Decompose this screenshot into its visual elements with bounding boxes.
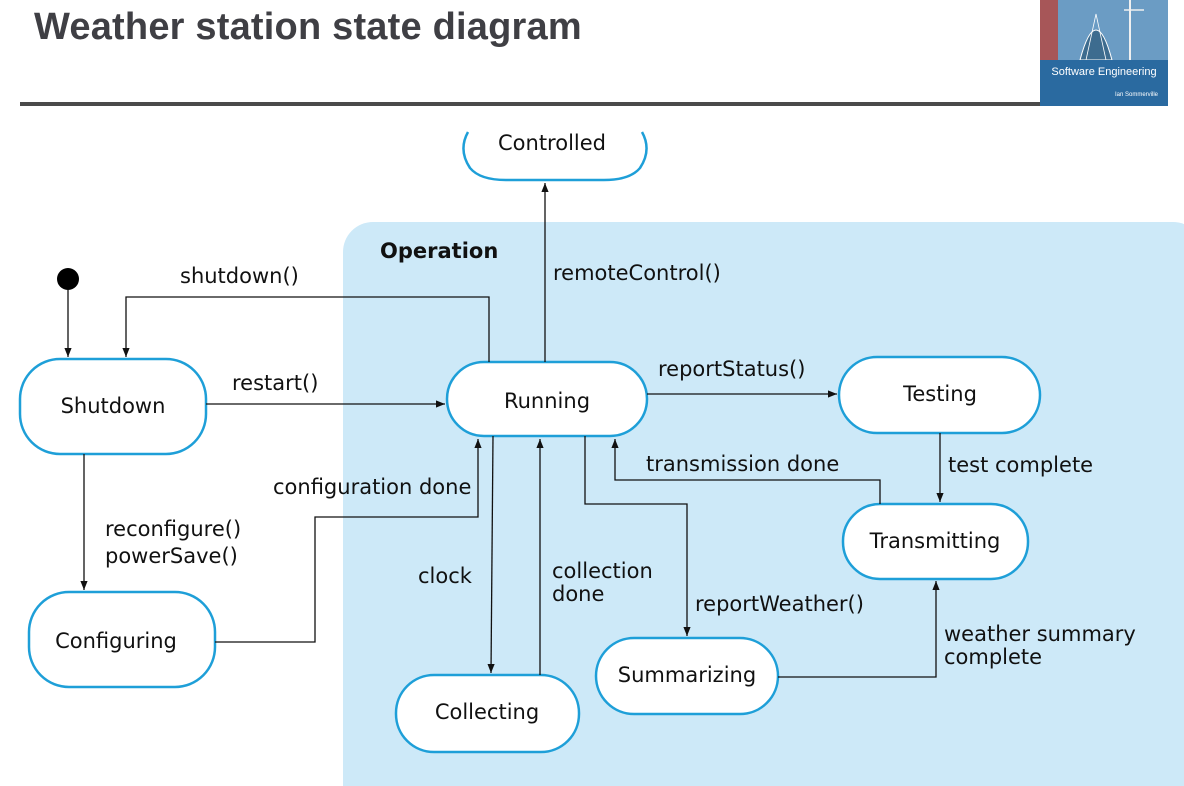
book-cover-art bbox=[1040, 0, 1168, 106]
title-divider bbox=[20, 102, 1040, 106]
state-transmitting-label: Transmitting bbox=[869, 529, 1001, 553]
initial-state-dot bbox=[57, 268, 79, 290]
slide-title: Weather station state diagram bbox=[34, 6, 582, 48]
report-status-transition-label: reportStatus() bbox=[658, 357, 805, 381]
book-author: Ian Sommerville bbox=[1114, 92, 1158, 98]
power-save-transition-label: powerSave() bbox=[105, 544, 238, 568]
test-complete-transition-label: test complete bbox=[948, 453, 1093, 477]
collection-done-transition-label-line1: collection bbox=[552, 559, 653, 583]
weather-summary-transition-label-line2: complete bbox=[944, 645, 1042, 669]
book-title: Software Engineering bbox=[1051, 66, 1157, 78]
collection-done-transition-label-line2: done bbox=[552, 582, 604, 606]
configuration-done-transition-label: configuration done bbox=[273, 475, 471, 499]
report-weather-transition-label: reportWeather() bbox=[695, 592, 864, 616]
clock-transition-arrow bbox=[487, 435, 495, 674]
state-summarizing-label: Summarizing bbox=[618, 663, 756, 687]
weather-summary-transition-arrow bbox=[778, 581, 940, 678]
clock-transition-label: clock bbox=[418, 564, 473, 588]
remote-control-transition-label: remoteControl() bbox=[553, 261, 721, 285]
transmission-done-transition-label: transmission done bbox=[646, 452, 839, 476]
reconfigure-transition-label: reconfigure() bbox=[105, 517, 241, 541]
state-testing-label: Testing bbox=[902, 382, 977, 406]
state-running bbox=[445, 360, 649, 438]
state-configuring bbox=[27, 590, 217, 689]
state-shutdown bbox=[18, 357, 208, 456]
state-controlled bbox=[462, 131, 648, 182]
state-controlled-label: Controlled bbox=[498, 131, 606, 155]
restart-transition-label: restart() bbox=[232, 371, 318, 395]
state-shutdown-label: Shutdown bbox=[61, 394, 166, 418]
operation-label: Operation bbox=[380, 239, 498, 263]
book-cover-image: Software Engineering Ian Sommerville bbox=[1040, 0, 1168, 106]
state-summarizing bbox=[594, 636, 780, 716]
state-collecting bbox=[394, 673, 581, 754]
transmission-done-transition-arrow bbox=[611, 439, 881, 504]
state-transmitting bbox=[841, 502, 1030, 581]
configuration-done-transition-arrow bbox=[215, 439, 482, 643]
state-running-label: Running bbox=[504, 389, 590, 413]
report-weather-transition-arrow bbox=[584, 436, 691, 636]
state-collecting-label: Collecting bbox=[435, 700, 539, 724]
weather-summary-transition-label-line1: weather summary bbox=[944, 622, 1136, 646]
shutdown-transition-label: shutdown() bbox=[180, 264, 299, 288]
shutdown-transition-arrow bbox=[122, 296, 490, 362]
state-configuring-label: Configuring bbox=[55, 629, 177, 653]
